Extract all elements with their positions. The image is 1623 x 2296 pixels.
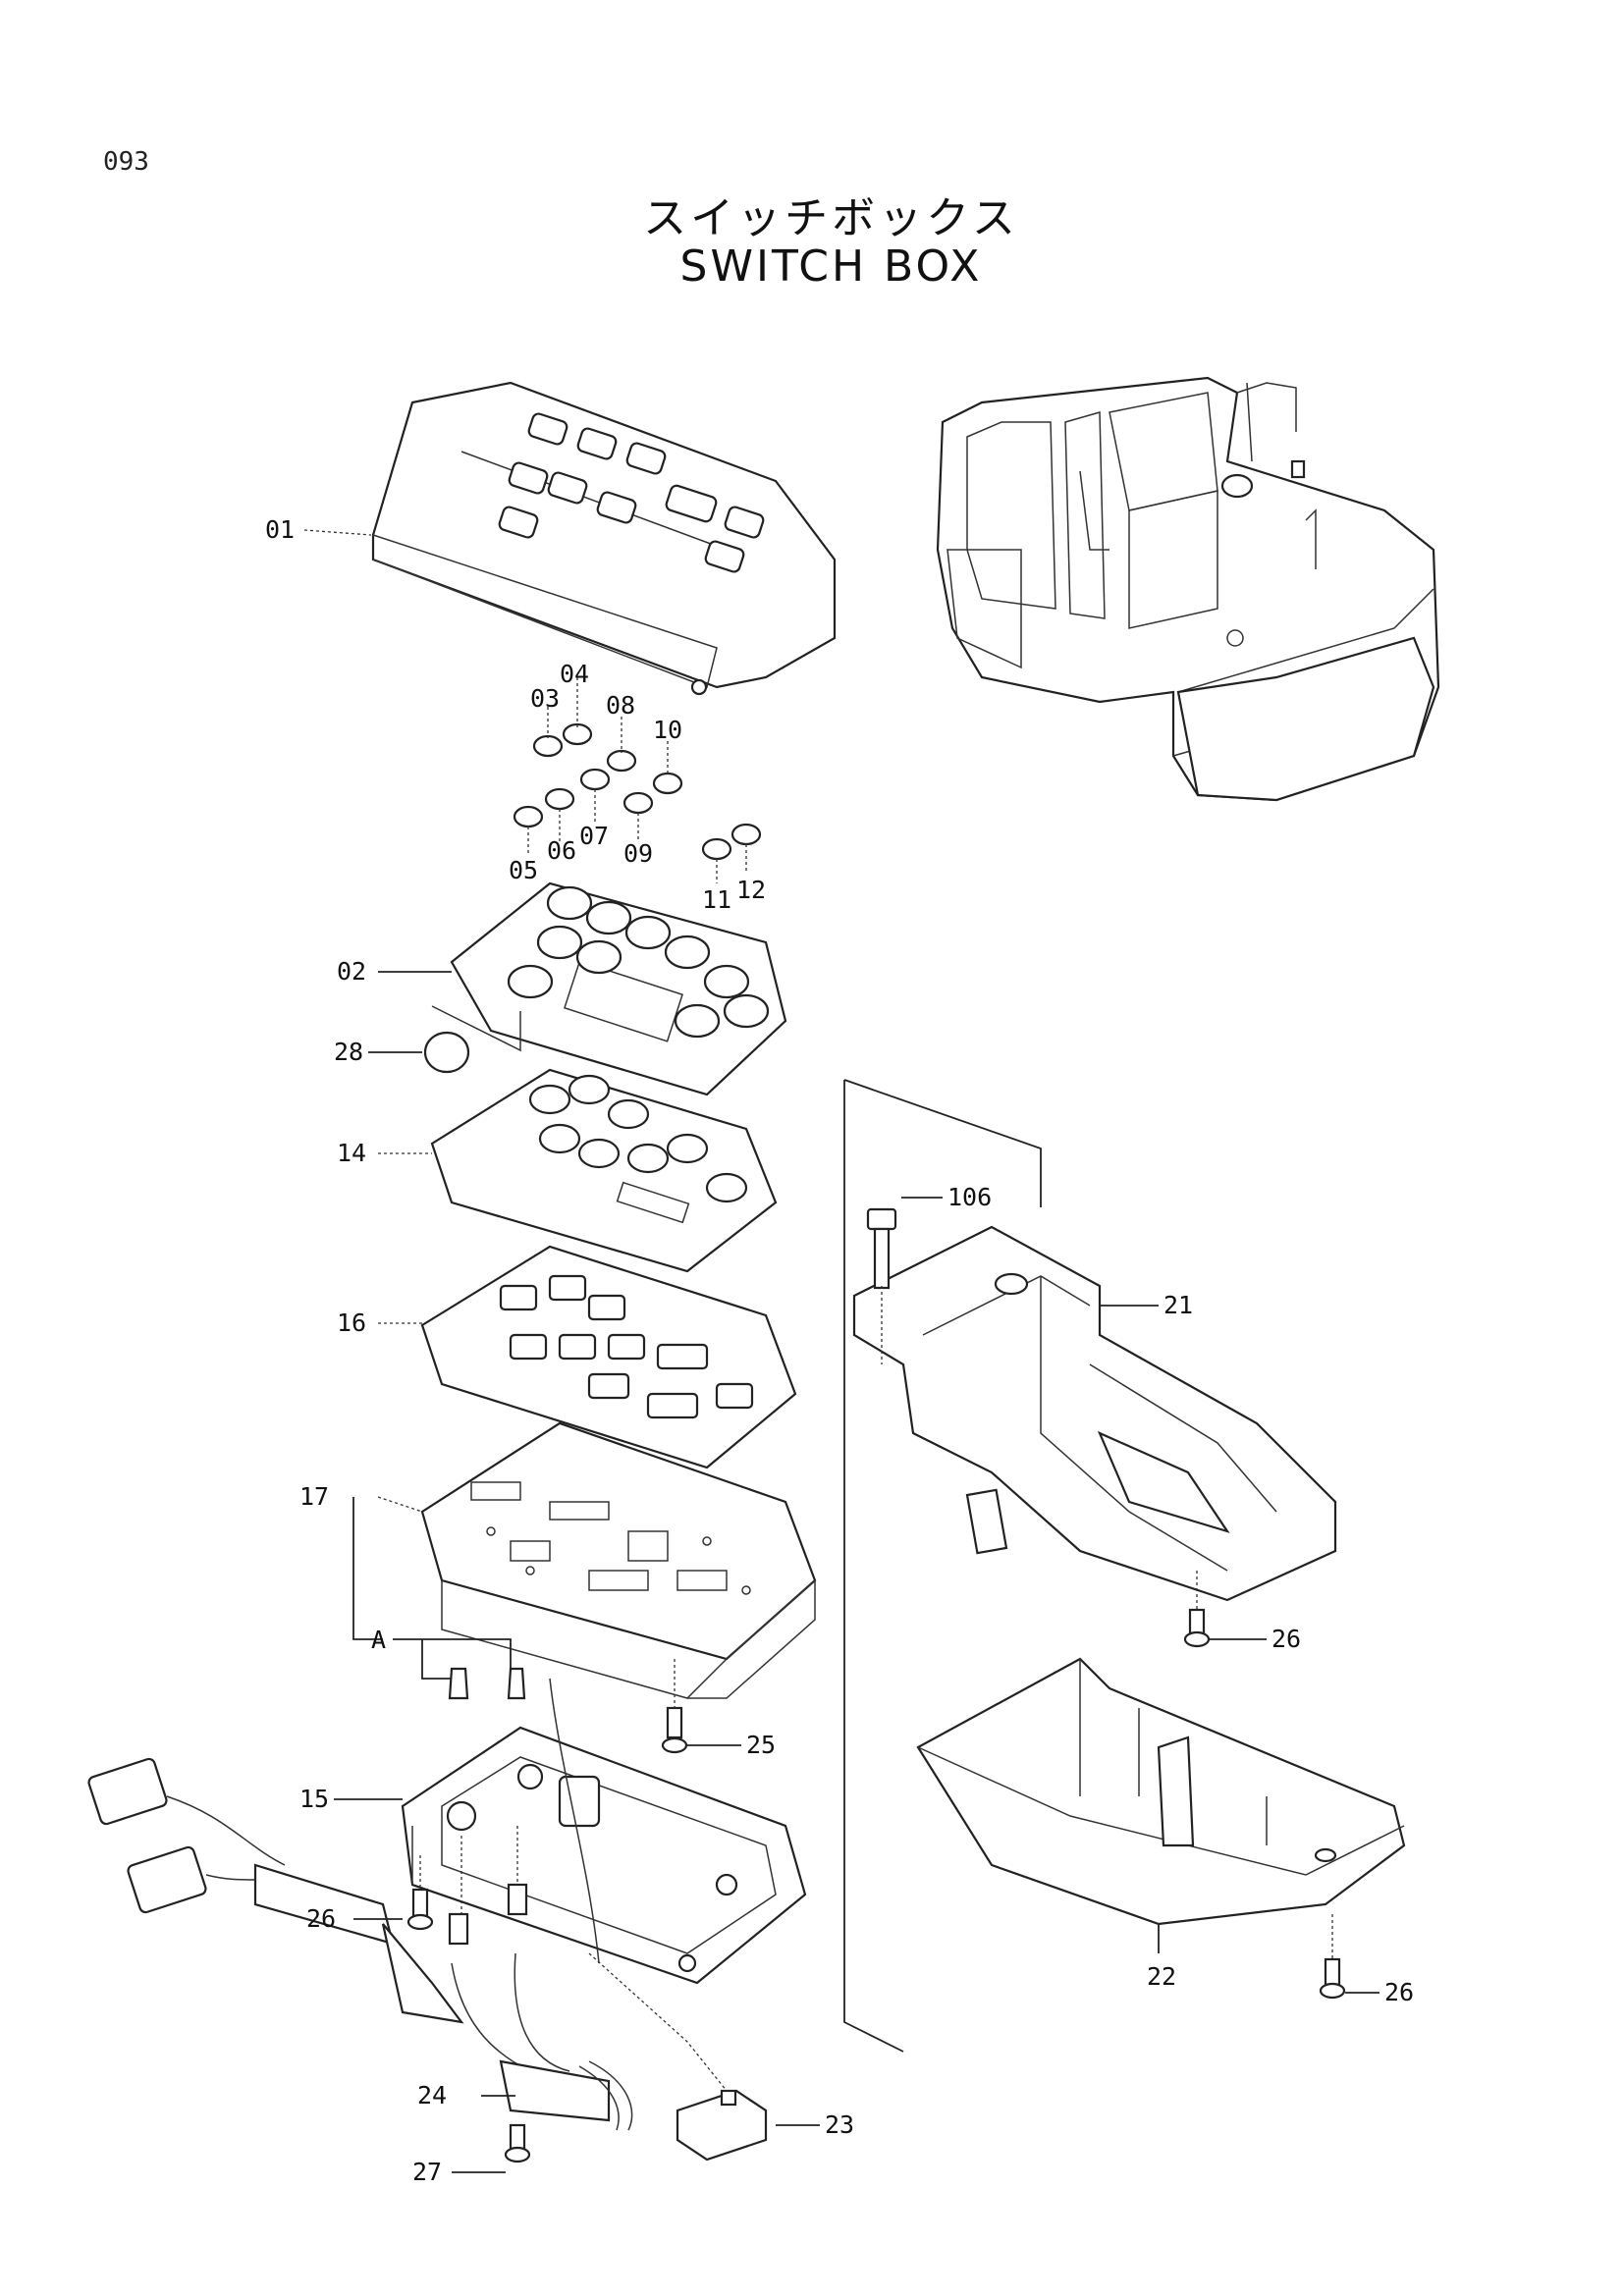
switch-plate-14 [430, 1068, 778, 1273]
callout-26-case: 26 [306, 1904, 336, 1933]
callout-16: 16 [337, 1308, 366, 1337]
connector-23 [676, 2089, 768, 2162]
callout-03: 03 [530, 684, 560, 713]
screw-26-bracket [1183, 1608, 1211, 1648]
callout-28: 28 [334, 1038, 363, 1066]
callout-27: 27 [412, 2158, 442, 2186]
excavator-cab-illustration [936, 376, 1440, 802]
callout-07: 07 [579, 822, 609, 850]
wire-harness-24 [87, 1757, 633, 2131]
callout-A: A [371, 1626, 386, 1654]
callout-106: 106 [947, 1183, 992, 1211]
callout-25: 25 [746, 1731, 776, 1759]
callout-17: 17 [299, 1482, 329, 1511]
callout-11: 11 [702, 885, 731, 914]
callout-10: 10 [653, 716, 682, 744]
circuit-board-17 [420, 1421, 817, 1699]
screw-26-case [406, 1888, 434, 1931]
rubber-switch-sheet [450, 881, 787, 1096]
callout-23: 23 [825, 2110, 854, 2139]
callout-26-bracket: 26 [1271, 1625, 1301, 1653]
callout-labels: 01 04 03 08 10 05 06 07 09 11 12 02 28 1… [265, 515, 1414, 2186]
callout-08: 08 [606, 691, 635, 720]
screw-27 [504, 2123, 531, 2163]
switch-case-15 [401, 1726, 807, 1985]
leader-lines [303, 529, 1380, 2173]
callout-09: 09 [623, 839, 653, 868]
page-number: 093 [103, 147, 149, 177]
callout-24: 24 [417, 2081, 447, 2109]
callout-26-cover: 26 [1384, 1978, 1414, 2006]
callout-05: 05 [509, 856, 538, 884]
callout-04: 04 [560, 660, 589, 688]
switch-knobs-group [513, 722, 762, 861]
callout-14: 14 [337, 1139, 366, 1167]
callout-01: 01 [265, 515, 295, 544]
plug-28 [423, 1031, 470, 1074]
lower-cover-22 [916, 1657, 1406, 1926]
sheet-bracket-line [431, 1005, 521, 1052]
callout-15: 15 [299, 1785, 329, 1813]
title-japanese: スイッチボックス [643, 193, 1019, 243]
bulbs-group [448, 1667, 526, 1700]
screw-26-cover [1319, 1957, 1346, 2000]
switch-box-cover [371, 381, 837, 696]
callout-06: 06 [547, 836, 576, 865]
bracket-21 [852, 1225, 1337, 1602]
callout-12: 12 [736, 876, 766, 904]
screw-25 [661, 1706, 688, 1754]
callout-22: 22 [1147, 1962, 1176, 1991]
title-english: SWITCH BOX [679, 241, 983, 292]
callout-02: 02 [337, 957, 366, 986]
switch-panel-16 [420, 1245, 797, 1469]
callout-21: 21 [1163, 1291, 1193, 1319]
